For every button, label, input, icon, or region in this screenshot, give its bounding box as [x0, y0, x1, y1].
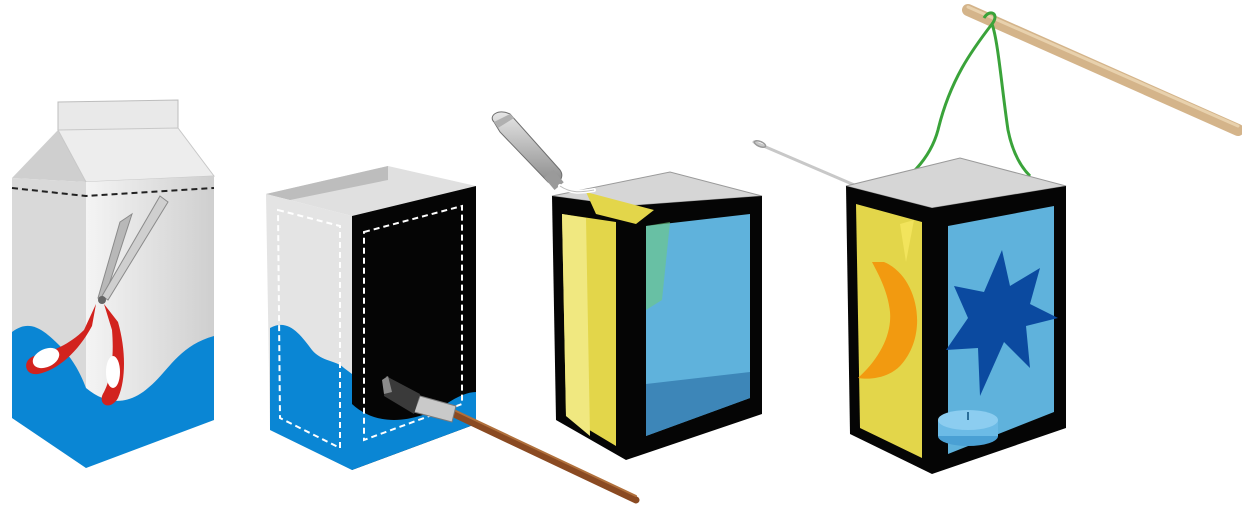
- carton2-inner-back: [266, 166, 476, 216]
- paintbrush-icon: [382, 376, 640, 504]
- lantern3-floor: [646, 372, 750, 436]
- lantern-string-right: [990, 23, 1032, 178]
- tea-light-candle: [938, 410, 998, 446]
- lantern3-front-window-shade: [646, 222, 670, 310]
- moon-icon: [858, 262, 918, 379]
- lantern3-left-window-shade: [562, 214, 590, 436]
- step-4-finished-lantern: [752, 4, 1242, 474]
- step-2-painted-carton: [266, 166, 640, 504]
- lantern3-yellow-sheet: [586, 192, 654, 224]
- carton-blue-wave-front: [86, 336, 214, 468]
- carton2-blue-wave: [270, 324, 352, 470]
- stick-icon: [962, 4, 1242, 136]
- carton-cut-line: [11, 187, 215, 198]
- scissors-icon: [26, 195, 169, 406]
- step-1-milk-carton: [11, 99, 215, 468]
- carton2-inner-wall: [266, 166, 388, 200]
- carton2-front-face: [352, 186, 476, 470]
- step-3-lantern-frame: [491, 111, 763, 460]
- carton2-dashed-left: [276, 208, 341, 450]
- lantern4-star-tip: [900, 220, 914, 262]
- carton-roof-front: [57, 127, 215, 183]
- star-icon: [946, 250, 1058, 396]
- carton-roof-left: [12, 130, 86, 182]
- carton2-dashed-front: [363, 204, 463, 442]
- glue-tube-icon: [491, 111, 596, 194]
